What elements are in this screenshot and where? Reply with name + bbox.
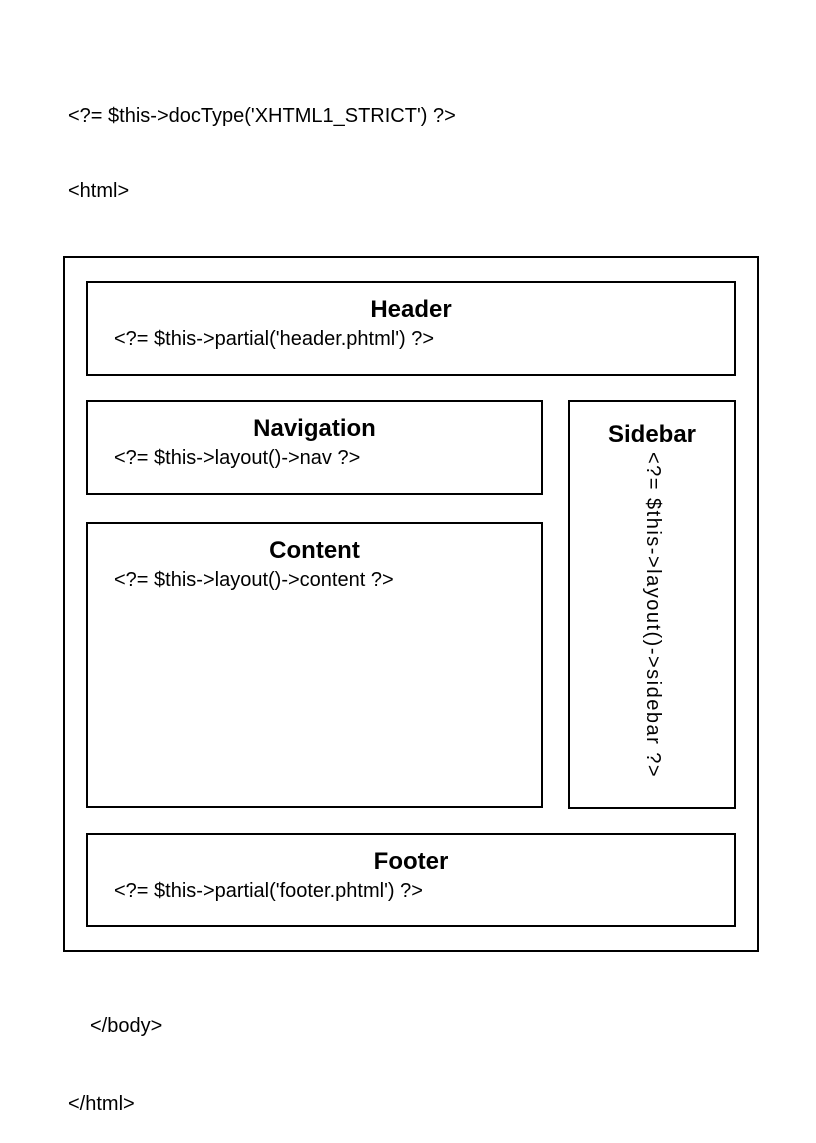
navigation-box: Navigation <?= $this->layout()->nav ?> bbox=[86, 400, 543, 495]
bottom-code-block: </body> </html> bbox=[68, 961, 162, 1143]
sidebar-box: Sidebar <?= $this->layout()->sidebar ?> bbox=[568, 400, 736, 809]
sidebar-box-title: Sidebar bbox=[607, 421, 697, 448]
code-line-body-close: </body> bbox=[90, 1015, 163, 1037]
footer-partial-code: <?= $this->partial('footer.phtml') ?> bbox=[114, 880, 423, 902]
code-line-html-close: </html> bbox=[68, 1093, 135, 1115]
page: { "page": { "background": "#ffffff", "te… bbox=[63, 105, 759, 1115]
footer-box-title: Footer bbox=[373, 848, 449, 875]
code-line-html-open: <html> bbox=[68, 180, 130, 202]
content-layout-code: <?= $this->layout()->content ?> bbox=[114, 569, 394, 591]
body-region-box: Header <?= $this->partial('header.phtml'… bbox=[63, 256, 759, 952]
content-box-title: Content bbox=[269, 537, 360, 564]
header-box: Header <?= $this->partial('header.phtml'… bbox=[86, 281, 736, 376]
code-line-doctype: <?= $this->docType('XHTML1_STRICT') ?> bbox=[68, 105, 456, 127]
header-box-title: Header bbox=[370, 296, 452, 323]
navigation-layout-code: <?= $this->layout()->nav ?> bbox=[114, 447, 361, 469]
header-partial-code: <?= $this->partial('header.phtml') ?> bbox=[114, 328, 435, 350]
navigation-box-title: Navigation bbox=[253, 415, 376, 442]
footer-box: Footer <?= $this->partial('footer.phtml'… bbox=[86, 833, 736, 927]
sidebar-layout-code-vertical: <?= $this->layout()->sidebar ?> bbox=[642, 452, 664, 779]
content-box: Content <?= $this->layout()->content ?> bbox=[86, 522, 543, 808]
